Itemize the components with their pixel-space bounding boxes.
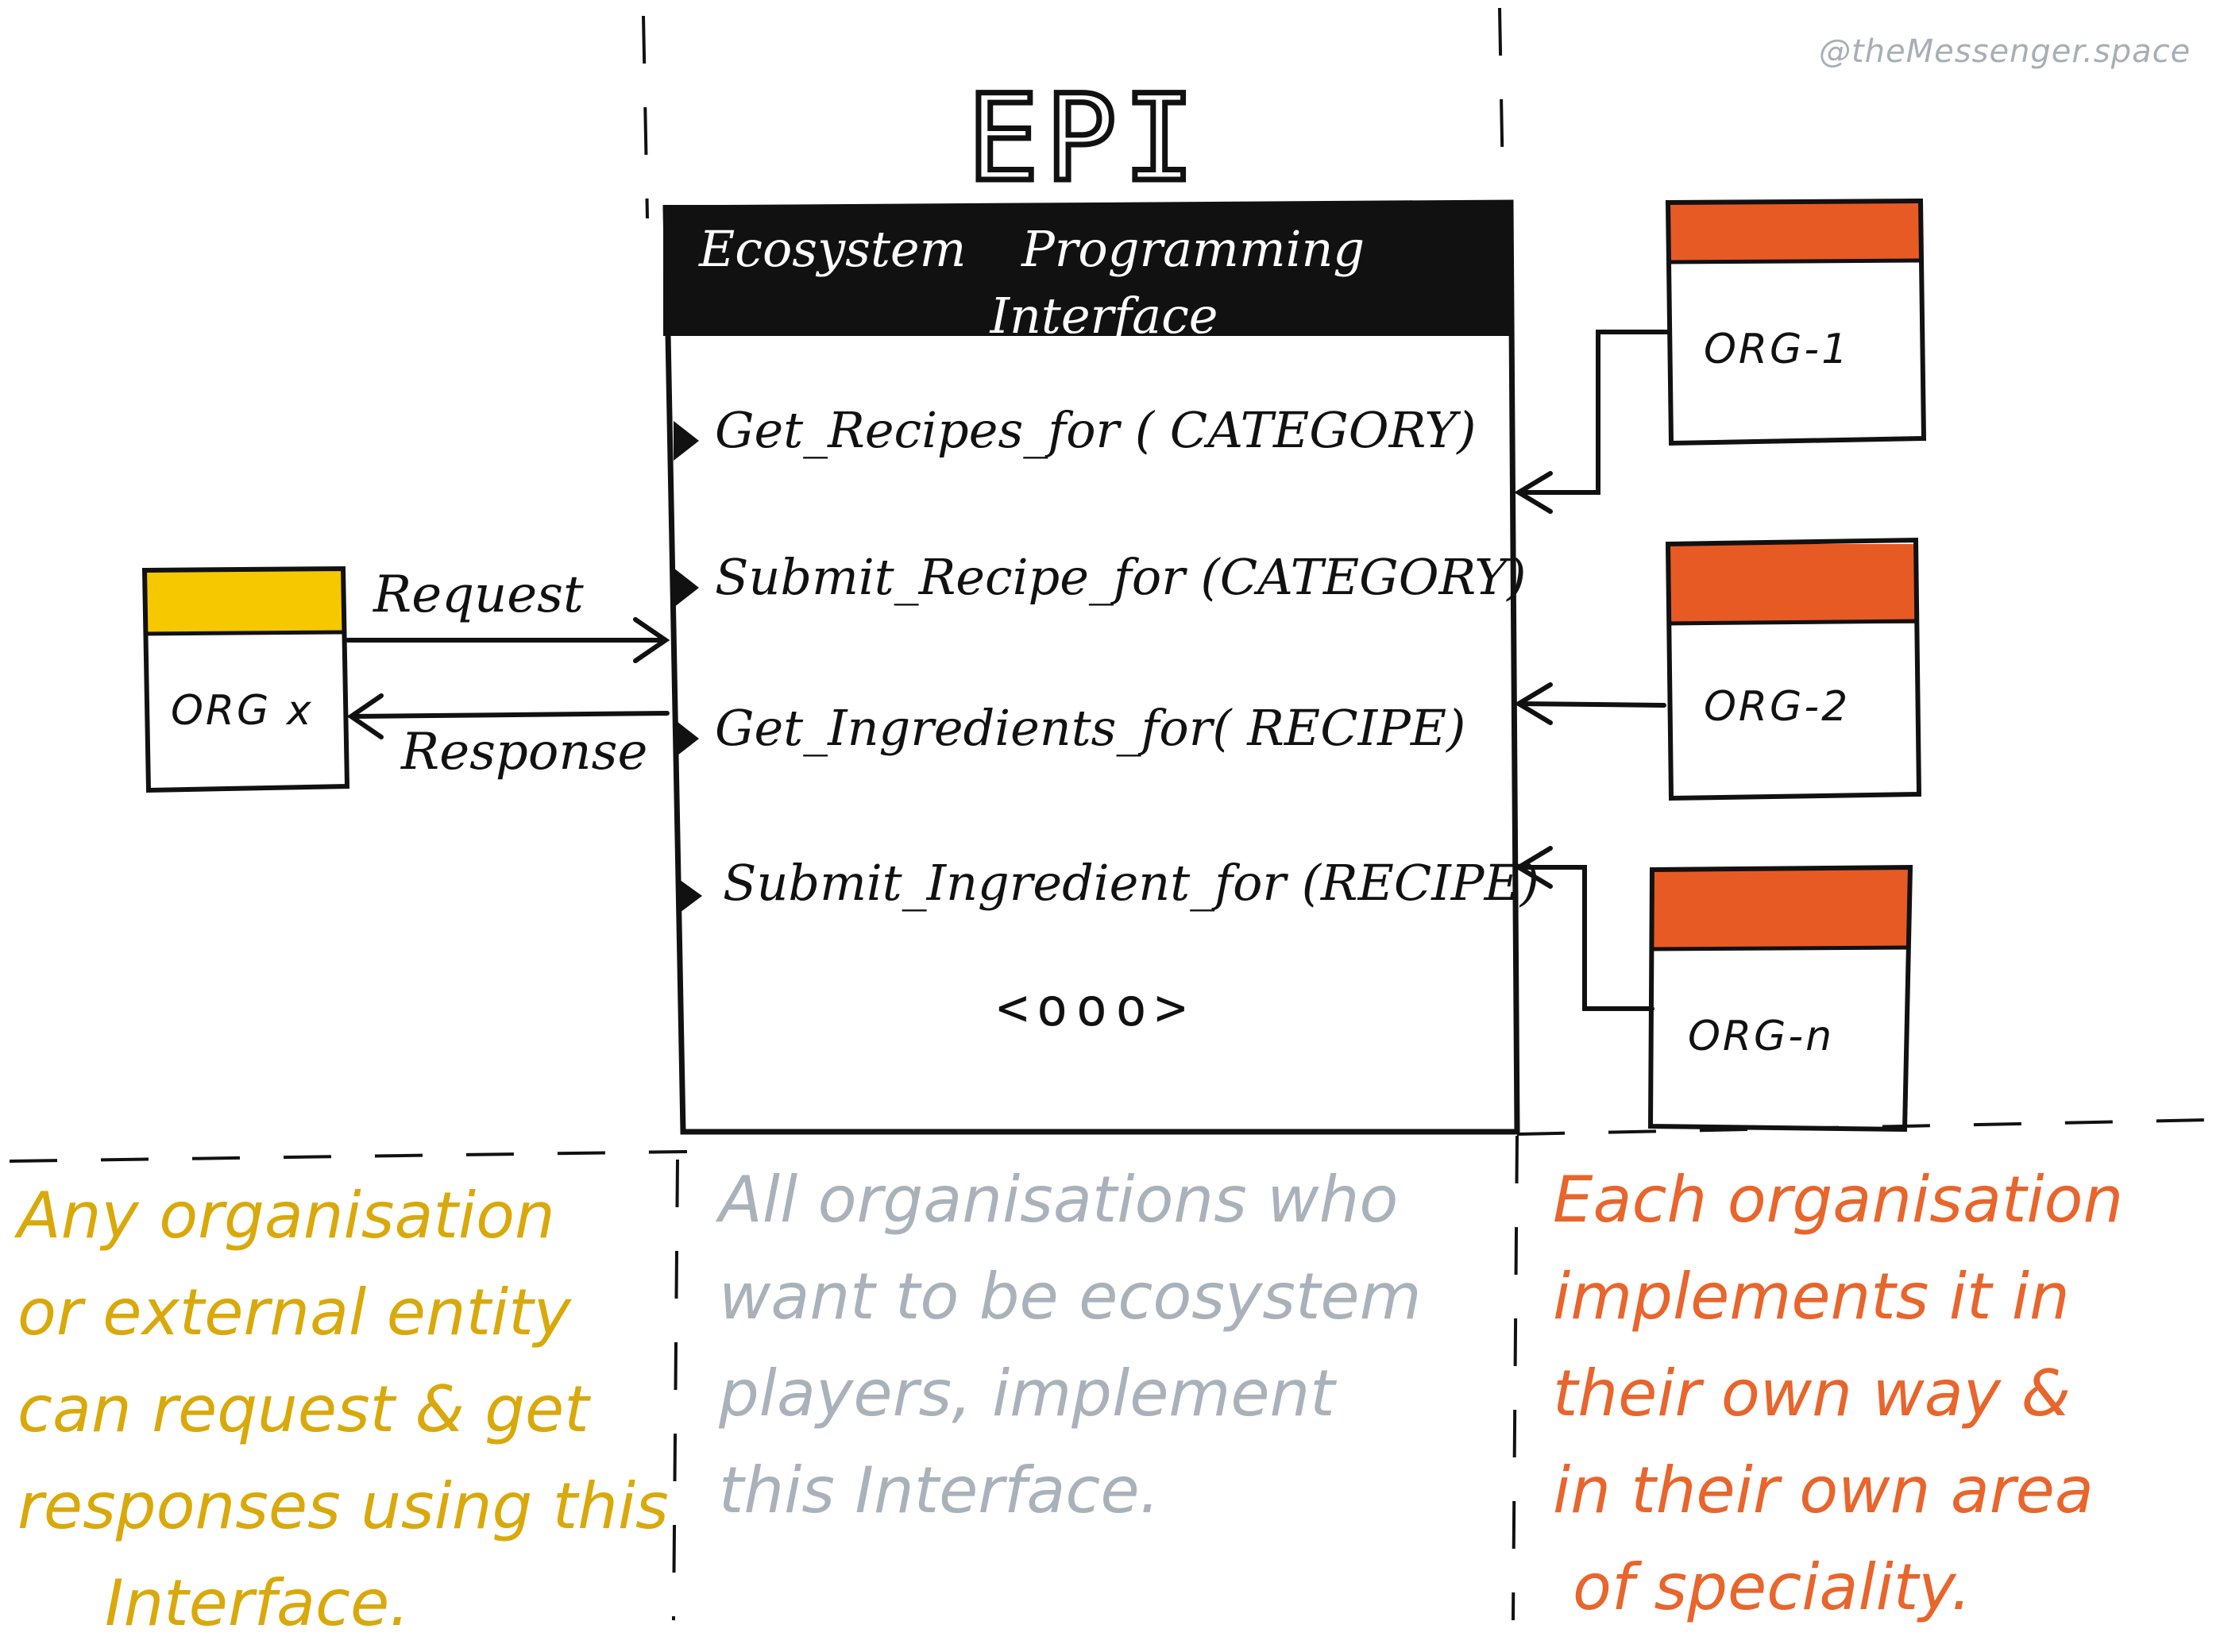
note-line: Interface. <box>105 1566 410 1640</box>
org-2-arrow-head <box>1514 682 1553 725</box>
divider-col-right <box>1512 1135 1519 1621</box>
note-line: want to be ecosystem <box>719 1260 1422 1334</box>
org-x-header <box>145 570 343 634</box>
watermark: @theMessenger.space <box>1819 33 2191 70</box>
note-implementers: Each organisation implements it in their… <box>1553 1152 2123 1636</box>
org-x-box <box>141 565 350 793</box>
org-2-divider <box>1667 619 1917 626</box>
method-submit-recipe: Submit_Recipe_for (CATEGORY) <box>715 548 1527 606</box>
note-ecosystem-players: All organisations who want to be ecosyst… <box>719 1152 1422 1539</box>
response-arrow-head <box>346 693 384 739</box>
note-line: Any organisation <box>17 1179 555 1253</box>
org-n-box <box>1647 864 1913 1133</box>
org-1-divider <box>1667 258 1922 264</box>
org-1-arrow-head <box>1514 471 1553 514</box>
interface-header-line2: Interface <box>990 287 1218 345</box>
org-1-header <box>1668 203 1921 262</box>
org-1-arrow-line <box>1519 330 1670 495</box>
note-line: this Interface. <box>719 1453 1160 1527</box>
org-n-label: ORG-n <box>1688 1013 1835 1060</box>
note-line: in their own area <box>1553 1453 2094 1527</box>
org-x-divider <box>144 630 345 636</box>
epi-title: EPI <box>964 70 1202 208</box>
more-methods-ellipsis: <ooo> <box>997 977 1195 1038</box>
interface-header-bar <box>663 205 1513 336</box>
org-2-label: ORG-2 <box>1704 683 1851 731</box>
method-get-ingredients: Get_Ingredients_for( RECIPE) <box>715 699 1466 757</box>
method-get-recipes: Get_Recipes_for ( CATEGORY) <box>715 401 1477 459</box>
divider-col-left <box>672 1159 679 1621</box>
request-arrow-head <box>633 617 670 663</box>
implementer-arrows <box>1514 330 1670 1011</box>
org-1-box <box>1665 198 1927 446</box>
response-label: Response <box>401 723 648 782</box>
note-line: players, implement <box>719 1357 1335 1430</box>
note-line: All organisations who <box>719 1163 1399 1237</box>
dashed-dividers <box>9 7 2209 1621</box>
method-submit-ingredient: Submit_Ingredient_for (RECIPE) <box>723 854 1539 912</box>
org-n-header <box>1652 870 1910 949</box>
note-line: can request & get <box>17 1372 589 1446</box>
divider-bottom-right <box>1516 1118 2209 1136</box>
org-2-header <box>1668 544 1916 623</box>
org-n-arrow-line <box>1519 865 1654 1011</box>
note-line: or external entity <box>17 1276 571 1349</box>
note-line: Each organisation <box>1553 1163 2124 1237</box>
divider-top-left <box>642 15 649 219</box>
org-1-label: ORG-1 <box>1704 326 1851 373</box>
note-line: responses using this <box>17 1469 669 1543</box>
note-line: implements it in <box>1553 1260 2070 1334</box>
bullet-4 <box>677 878 702 915</box>
note-line: of speciality. <box>1573 1550 1971 1624</box>
request-label: Request <box>373 565 584 624</box>
divider-bottom-left <box>9 1150 688 1163</box>
requester-arrows <box>346 617 670 739</box>
interface-header-text: Ecosystem Programming Interface <box>667 216 1509 349</box>
bullet-1 <box>674 421 699 461</box>
org-x-label: ORG x <box>171 687 314 735</box>
interface-box <box>662 199 1520 1135</box>
divider-top-right <box>1498 7 1504 183</box>
method-bullets <box>674 421 702 915</box>
org-n-arrow-head <box>1514 846 1553 889</box>
interface-header-line1: Ecosystem Programming <box>699 220 1365 278</box>
org-n-divider <box>1651 945 1910 951</box>
bullet-2 <box>674 568 699 608</box>
response-arrow-line <box>351 711 670 719</box>
org-2-arrow-line <box>1519 701 1666 708</box>
bullet-3 <box>674 719 699 758</box>
note-requesters: Any organisation or external entity can … <box>17 1168 669 1652</box>
note-line: their own way & <box>1553 1357 2071 1430</box>
org-2-box <box>1665 537 1922 801</box>
